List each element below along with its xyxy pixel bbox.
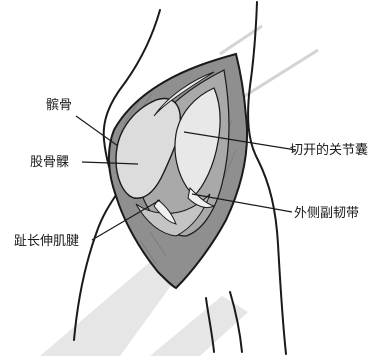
label-incised-joint-capsule: 切开的关节囊 [290, 142, 368, 158]
watermark-stroke [40, 262, 178, 356]
label-patella: 髌骨 [46, 97, 72, 113]
label-femoral-condyle: 股骨髁 [30, 155, 69, 170]
patella-leader [76, 116, 118, 146]
label-lateral-collateral-ligament: 外侧副韧带 [294, 206, 359, 221]
thigh-back-contour [248, 2, 286, 354]
watermark-stroke [232, 50, 318, 104]
label-extensor-tendon: 趾长伸肌腱 [14, 234, 79, 249]
